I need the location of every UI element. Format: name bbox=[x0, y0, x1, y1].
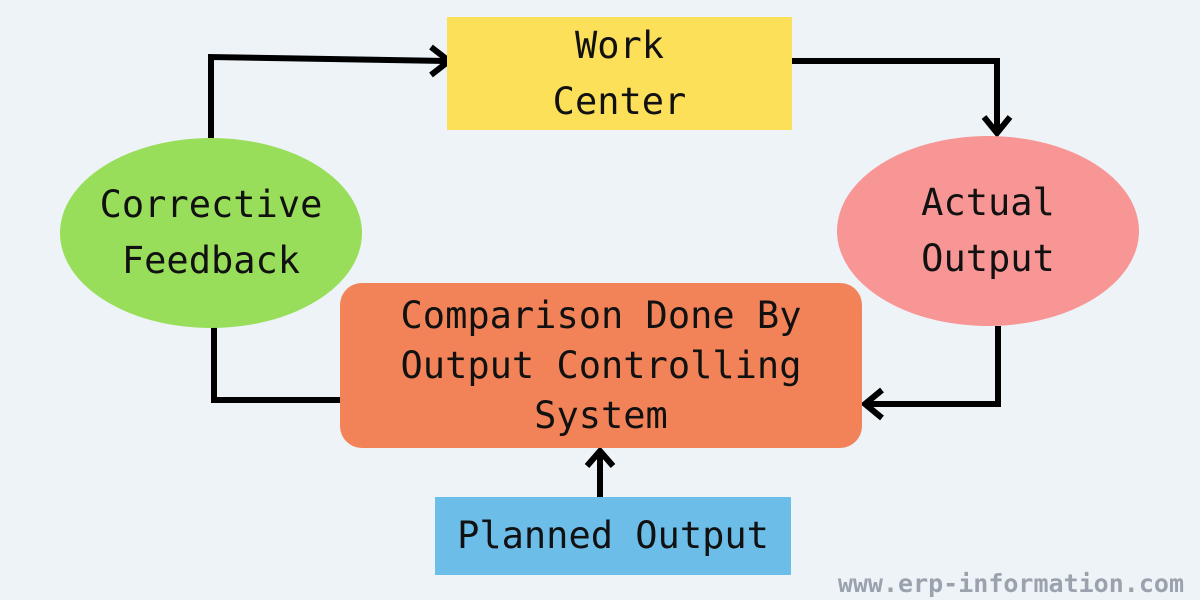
corrective-feedback-label-line1: Corrective bbox=[99, 183, 323, 226]
comparison-label-line3: System bbox=[534, 393, 668, 437]
arrowhead-planned-to-comparison bbox=[584, 446, 616, 468]
planned-output-label: Planned Output bbox=[457, 514, 769, 557]
work-center-label-line1: Work bbox=[574, 23, 665, 67]
arrow-feedback-to-work-center bbox=[208, 53, 448, 138]
arrow-work-center-to-actual-output bbox=[792, 58, 1000, 133]
actual-output-ellipse: Actual Output bbox=[837, 136, 1139, 326]
work-center-box: Work Center bbox=[447, 17, 792, 130]
planned-output-box: Planned Output bbox=[435, 497, 791, 575]
actual-output-label-line2: Output bbox=[921, 237, 1055, 280]
corrective-feedback-label-line2: Feedback bbox=[121, 239, 301, 282]
arrowhead-work-center-to-actual-output bbox=[981, 115, 1013, 138]
watermark: www.erp-information.com bbox=[837, 569, 1184, 598]
work-center-label-line2: Center bbox=[552, 79, 687, 123]
line-comparison-to-feedback bbox=[211, 326, 340, 403]
actual-output-label-line1: Actual bbox=[921, 181, 1055, 224]
arrow-actual-output-to-comparison bbox=[865, 326, 1001, 407]
corrective-feedback-ellipse: Corrective Feedback bbox=[60, 138, 362, 328]
arrowhead-actual-output-to-comparison bbox=[860, 387, 884, 421]
comparison-label-line1: Comparison Done By bbox=[400, 293, 802, 337]
comparison-box: Comparison Done By Output Controlling Sy… bbox=[340, 283, 862, 448]
comparison-label-line2: Output Controlling bbox=[400, 343, 802, 387]
